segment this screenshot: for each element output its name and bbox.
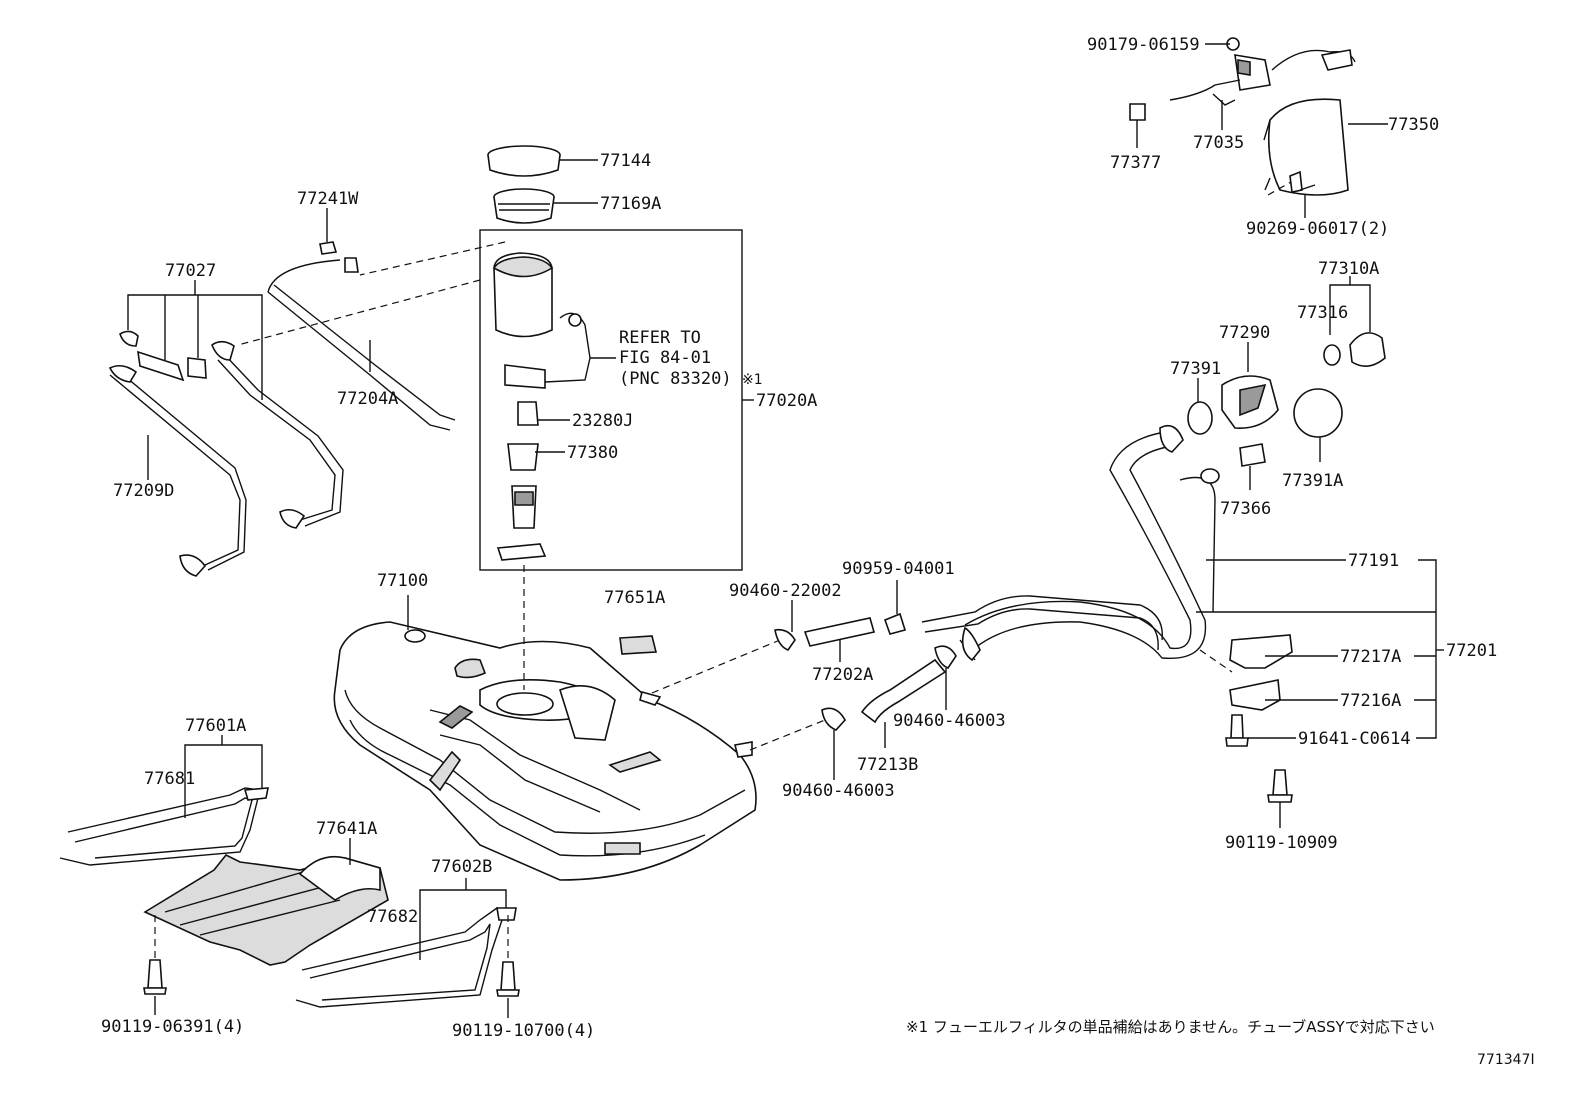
fuel-pump-parts: [487, 145, 591, 561]
label-77213b: 77213B: [857, 755, 918, 775]
part-labels: 90179-06159 77377 77035 77350 90269-0601…: [101, 35, 1535, 1068]
label-91641-c0614: 91641-C0614: [1298, 729, 1411, 749]
label-90119-10909: 90119-10909: [1225, 833, 1338, 853]
tank-protector: [143, 853, 389, 966]
vent-hoses: [108, 241, 456, 577]
label-77641a: 77641A: [316, 819, 377, 839]
fuel-lid-parts: [1129, 37, 1356, 196]
label-refer-line3: (PNC 83320): [619, 369, 732, 389]
label-77391: 77391: [1170, 359, 1221, 379]
label-23280j: 23280J: [572, 411, 633, 431]
label-77216a: 77216A: [1340, 691, 1401, 711]
filler-cap-parts: [1187, 332, 1386, 467]
figure-id: 771347I: [1477, 1052, 1535, 1068]
label-refer-line2: FIG 84-01: [619, 348, 711, 368]
label-refer-line1: REFER TO: [619, 328, 701, 348]
label-90269-06017: 90269-06017(2): [1246, 219, 1389, 239]
label-77316: 77316: [1297, 303, 1348, 323]
leader-lines: [127, 43, 1444, 1018]
label-77202a: 77202A: [812, 665, 873, 685]
label-77035: 77035: [1193, 133, 1244, 153]
label-77169a: 77169A: [600, 194, 661, 214]
label-90119-06391: 90119-06391(4): [101, 1017, 244, 1037]
label-77290: 77290: [1219, 323, 1270, 343]
label-77191: 77191: [1348, 551, 1399, 571]
label-77366: 77366: [1220, 499, 1271, 519]
label-90119-10700: 90119-10700(4): [452, 1021, 595, 1041]
label-77027: 77027: [165, 261, 216, 281]
label-77682: 77682: [367, 907, 418, 927]
label-77651a: 77651A: [604, 588, 665, 608]
label-90959-04001: 90959-04001: [842, 559, 955, 579]
label-77201: 77201: [1446, 641, 1497, 661]
filler-pipe: [961, 424, 1220, 662]
fuel-tank: [333, 621, 757, 881]
label-77380: 77380: [567, 443, 618, 463]
label-90460-22002: 90460-22002: [729, 581, 842, 601]
label-77310a: 77310A: [1318, 259, 1379, 279]
label-77209d: 77209D: [113, 481, 174, 501]
connector-hoses: [651, 595, 1164, 751]
label-77020a: 77020A: [756, 391, 817, 411]
bolts: [143, 634, 1293, 997]
label-77681: 77681: [144, 769, 195, 789]
label-77217a: 77217A: [1340, 647, 1401, 667]
label-90460-46003-left: 90460-46003: [782, 781, 895, 801]
label-77391a: 77391A: [1282, 471, 1343, 491]
label-77350: 77350: [1388, 115, 1439, 135]
tank-straps: [59, 787, 517, 1008]
footnote: ※1 フューエルフィルタの単品補給はありません。チューブASSYで対応下さい: [906, 1018, 1435, 1036]
label-77241w: 77241W: [297, 189, 359, 209]
label-77601a: 77601A: [185, 716, 246, 736]
label-90179-06159: 90179-06159: [1087, 35, 1200, 55]
label-90460-46003-right: 90460-46003: [893, 711, 1006, 731]
label-77377: 77377: [1110, 153, 1161, 173]
label-77651a-pad: [619, 635, 658, 655]
label-77100: 77100: [377, 571, 428, 591]
label-77204a: 77204A: [337, 389, 398, 409]
label-77602b: 77602B: [431, 857, 492, 877]
label-77144: 77144: [600, 151, 651, 171]
label-mark1: ※1: [742, 372, 763, 388]
